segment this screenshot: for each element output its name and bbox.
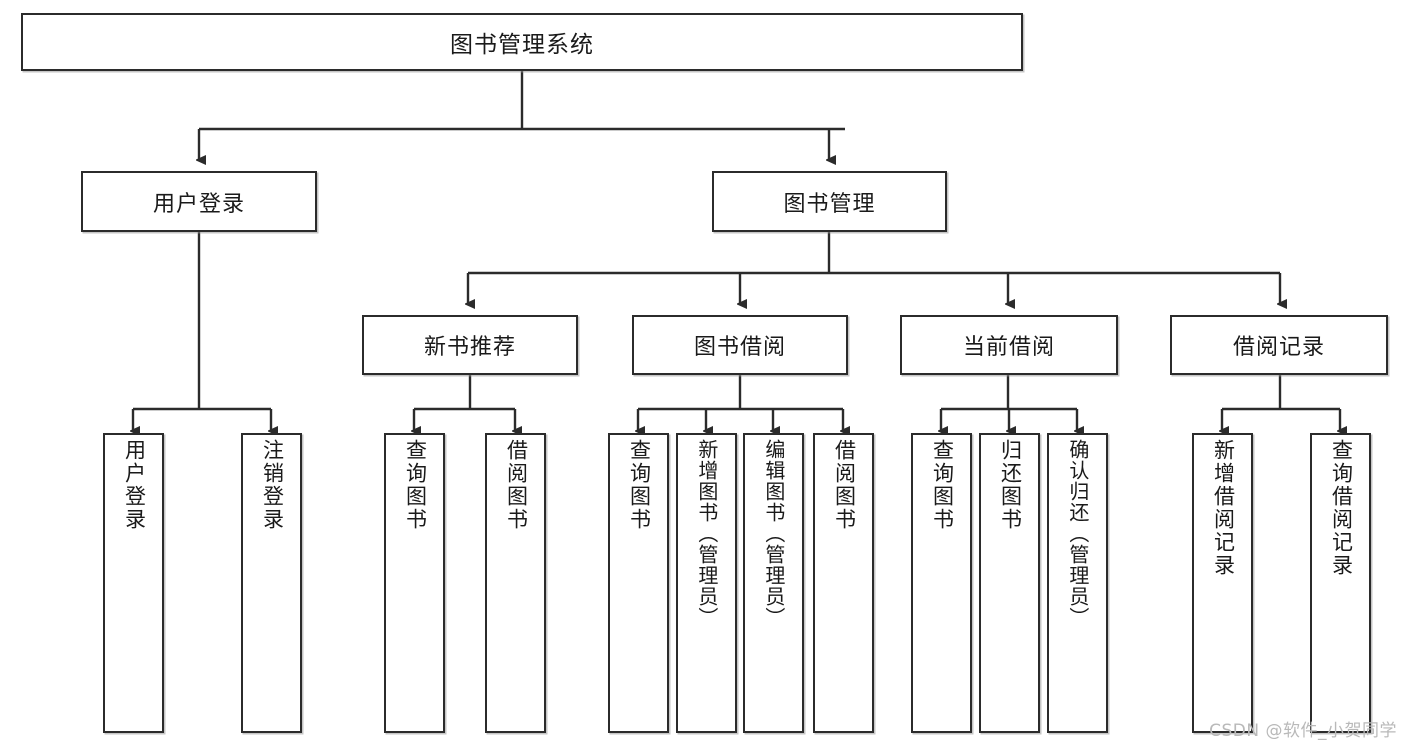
leaf-return-book-label: 归还图书 [998, 439, 1023, 531]
leaf-query-book-1-label: 查询图书 [403, 439, 428, 531]
node-borrow-record-label: 借阅记录 [1232, 335, 1325, 360]
node-borrow-record[interactable]: 借阅记录 [1170, 315, 1388, 375]
leaf-query-book-2-label: 查询图书 [627, 439, 652, 531]
leaf-query-book-3[interactable]: 查询图书 [911, 433, 972, 733]
leaf-return-book[interactable]: 归还图书 [979, 433, 1040, 733]
leaf-borrow-book-2-label: 借阅图书 [832, 439, 857, 531]
leaf-borrow-book-1-label: 借阅图书 [504, 439, 529, 531]
leaf-query-book-1[interactable]: 查询图书 [384, 433, 445, 733]
node-book-manage[interactable]: 图书管理 [712, 171, 947, 232]
node-root-label: 图书管理系统 [450, 32, 594, 58]
node-user-login-label: 用户登录 [152, 191, 245, 217]
leaf-add-record[interactable]: 新增借阅记录 [1192, 433, 1253, 733]
leaf-query-record-label: 查询借阅记录 [1329, 439, 1354, 577]
leaf-user-login-label: 用户登录 [122, 439, 147, 531]
leaf-confirm-return-label: 确认归还（管理员） [1065, 439, 1090, 628]
node-new-book-recommend[interactable]: 新书推荐 [362, 315, 578, 375]
node-current-borrow[interactable]: 当前借阅 [900, 315, 1118, 375]
leaf-edit-book[interactable]: 编辑图书（管理员） [743, 433, 804, 733]
leaf-borrow-book-2[interactable]: 借阅图书 [813, 433, 874, 733]
node-book-borrow[interactable]: 图书借阅 [632, 315, 848, 375]
node-current-borrow-label: 当前借阅 [962, 335, 1055, 360]
watermark: CSDN @软件_小贺同学 [1209, 721, 1397, 741]
node-book-borrow-label: 图书借阅 [693, 335, 786, 360]
node-root[interactable]: 图书管理系统 [21, 13, 1023, 71]
leaf-logout-login[interactable]: 注销登录 [241, 433, 302, 733]
leaf-add-record-label: 新增借阅记录 [1211, 439, 1236, 577]
leaf-edit-book-label: 编辑图书（管理员） [761, 439, 786, 628]
leaf-add-book-label: 新增图书（管理员） [694, 439, 719, 628]
leaf-borrow-book-1[interactable]: 借阅图书 [485, 433, 546, 733]
leaf-query-record[interactable]: 查询借阅记录 [1310, 433, 1371, 733]
leaf-user-login[interactable]: 用户登录 [103, 433, 164, 733]
leaf-confirm-return[interactable]: 确认归还（管理员） [1047, 433, 1108, 733]
node-book-manage-label: 图书管理 [783, 191, 876, 217]
leaf-logout-login-label: 注销登录 [260, 439, 285, 531]
leaf-add-book[interactable]: 新增图书（管理员） [676, 433, 737, 733]
node-new-book-recommend-label: 新书推荐 [423, 335, 516, 360]
leaf-query-book-3-label: 查询图书 [930, 439, 955, 531]
node-user-login[interactable]: 用户登录 [81, 171, 317, 232]
leaf-query-book-2[interactable]: 查询图书 [608, 433, 669, 733]
